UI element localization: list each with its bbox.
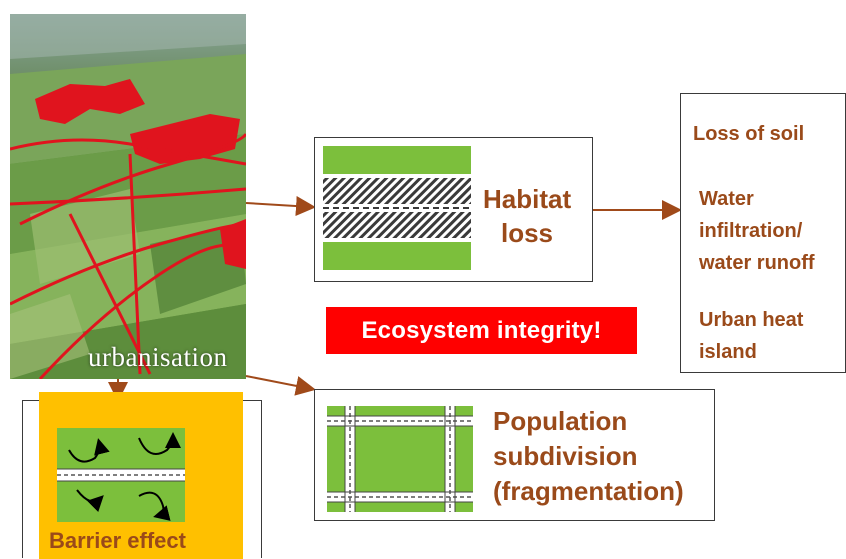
effect-water-line1: Water	[699, 188, 754, 210]
barrier-road-icon	[57, 428, 185, 522]
arrow-to-population	[245, 375, 316, 396]
population-line2: subdivision	[493, 441, 638, 471]
ecosystem-integrity-banner: Ecosystem integrity!	[326, 307, 637, 354]
barrier-effect-title: Barrier effect	[49, 528, 186, 553]
effects-box: Loss of soil Water infiltration/ water r…	[680, 93, 846, 373]
population-title: Population subdivision (fragmentation)	[493, 404, 684, 509]
habitat-title-line2: loss	[500, 218, 554, 248]
effect-heat-line1: Urban heat	[699, 309, 804, 331]
population-line3: (fragmentation)	[493, 476, 684, 506]
fragmentation-grid-icon	[327, 406, 473, 512]
population-line1: Population	[493, 406, 628, 436]
effect-loss-of-soil: Loss of soil	[693, 123, 805, 145]
effect-urban-heat-island: Urban heat island	[699, 304, 803, 368]
aerial-photo-art	[10, 14, 246, 379]
arrow-to-habitat	[245, 196, 316, 217]
effect-heat-line2: island	[699, 341, 757, 363]
population-subdivision-box: Population subdivision (fragmentation)	[314, 389, 715, 521]
deflect-arrow-1	[68, 438, 110, 463]
habitat-loss-title: Habitat loss	[483, 182, 571, 250]
effect-water-line2: infiltration/	[699, 220, 803, 242]
habitat-title-line1: Habitat	[483, 184, 572, 214]
effect-water-infiltration: Water infiltration/ water runoff	[699, 183, 815, 279]
deflect-arrow-4	[138, 491, 171, 521]
photo-caption: urbanisation	[88, 342, 228, 372]
habitat-loss-box: Habitat loss	[314, 137, 593, 282]
effect-water-line3: water runoff	[699, 252, 815, 274]
deflect-arrow-2	[138, 432, 181, 455]
barrier-effect-box: Barrier effect	[22, 392, 262, 559]
road-habitat-icon	[323, 146, 471, 270]
urbanisation-photo: urbanisation	[10, 14, 246, 379]
deflect-arrow-3	[76, 489, 104, 513]
